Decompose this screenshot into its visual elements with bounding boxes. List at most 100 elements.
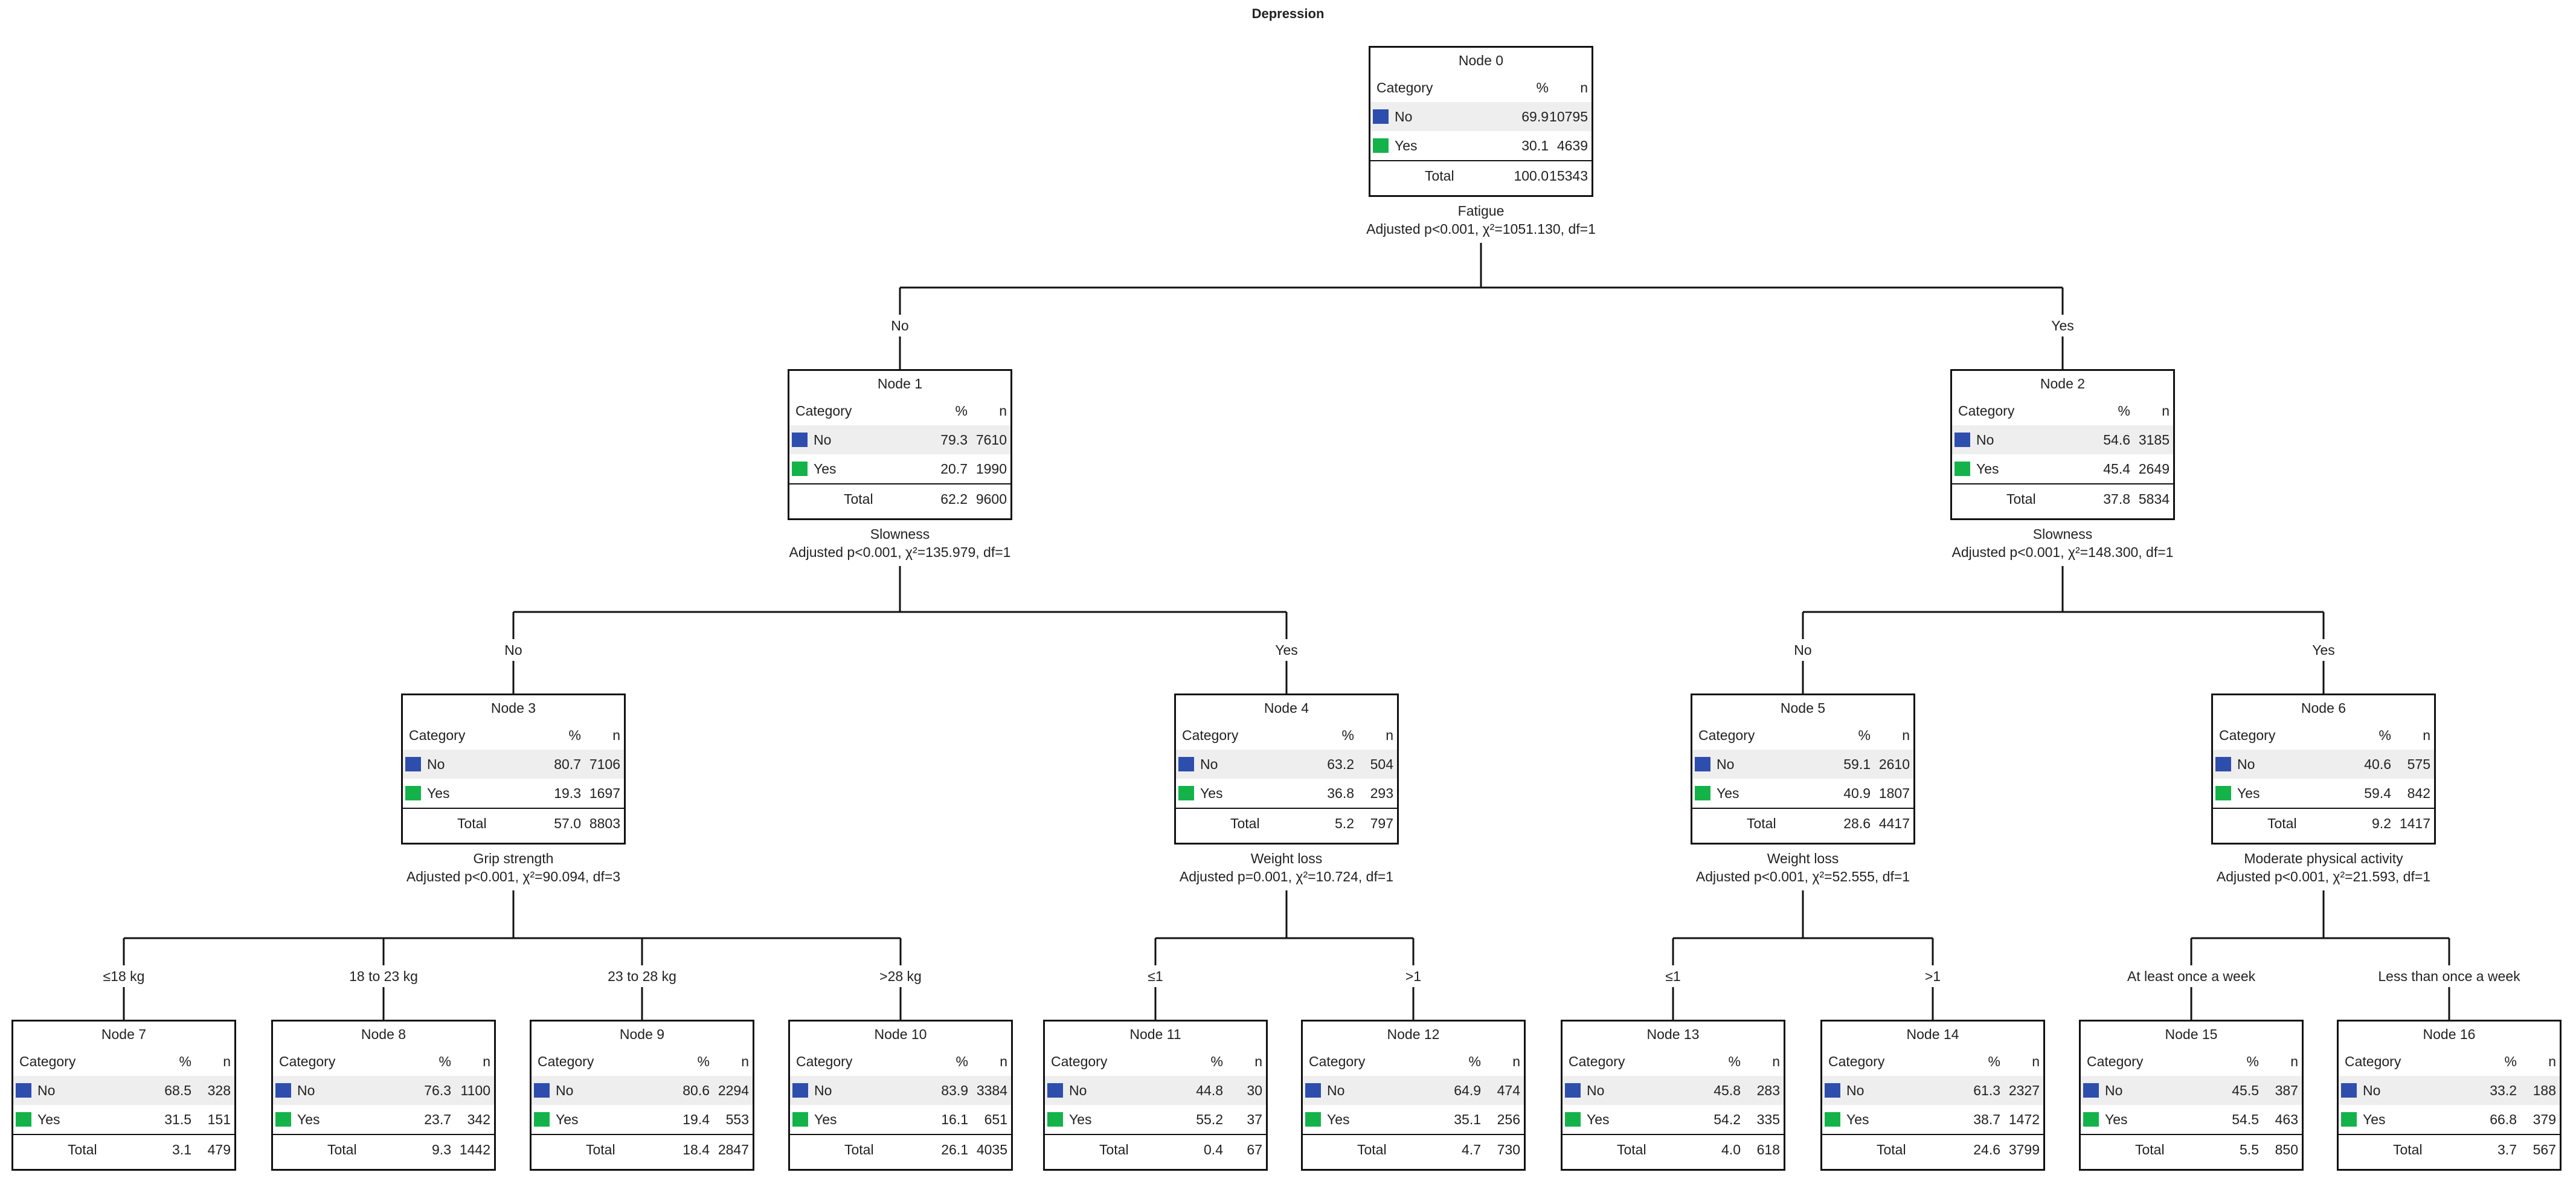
category-label: Yes <box>1200 785 1223 801</box>
count-value: 2327 <box>2008 1083 2040 1098</box>
total-count: 9600 <box>975 491 1007 507</box>
legend-swatch-no <box>1305 1083 1321 1098</box>
node-label: Node 13 <box>1646 1026 1700 1042</box>
branch-label: >28 kg <box>879 968 922 984</box>
split-variable: Moderate physical activity <box>2244 851 2403 866</box>
header-percent: % <box>697 1054 710 1069</box>
header-percent: % <box>1858 727 1871 743</box>
header-n: n <box>2548 1054 2556 1069</box>
total-label: Total <box>2267 816 2297 831</box>
total-label: Total <box>1230 816 1260 831</box>
header-n: n <box>1580 80 1588 95</box>
count-value: 1697 <box>589 785 620 801</box>
legend-swatch-no <box>2215 757 2231 771</box>
header-percent: % <box>2378 727 2391 743</box>
header-percent: % <box>1341 727 1354 743</box>
percent-value: 33.2 <box>2490 1083 2517 1098</box>
legend-swatch-yes <box>1954 462 1970 476</box>
count-value: 1472 <box>2008 1112 2040 1127</box>
total-percent: 0.4 <box>1204 1142 1223 1157</box>
total-percent: 24.6 <box>1973 1142 2000 1157</box>
total-count: 5834 <box>2138 491 2170 507</box>
legend-swatch-no <box>1178 757 1194 771</box>
count-value: 1990 <box>975 461 1007 477</box>
percent-value: 54.6 <box>2103 432 2130 448</box>
category-label: No <box>1587 1083 1605 1098</box>
header-category: Category <box>796 1054 853 1069</box>
branch-label: >1 <box>1405 968 1422 984</box>
branch-label: At least once a week <box>2127 968 2256 984</box>
node-header-row: Category%n <box>790 1047 1011 1076</box>
percent-value: 69.9 <box>1521 109 1549 124</box>
header-category: Category <box>538 1054 594 1069</box>
total-count: 1417 <box>2399 816 2430 831</box>
total-percent: 4.7 <box>1462 1142 1481 1157</box>
category-label: Yes <box>1587 1112 1610 1127</box>
legend-swatch-no <box>534 1083 550 1098</box>
diagram-title: Depression <box>1251 6 1325 21</box>
percent-value: 76.3 <box>424 1083 451 1098</box>
percent-value: 79.3 <box>940 432 968 448</box>
total-percent: 9.3 <box>432 1142 451 1157</box>
percent-value: 63.2 <box>1327 756 1354 772</box>
total-percent: 9.2 <box>2372 816 2391 831</box>
percent-value: 40.9 <box>1843 785 1871 801</box>
category-label: Yes <box>2105 1112 2128 1127</box>
total-count: 567 <box>2533 1142 2556 1157</box>
header-n: n <box>1254 1054 1262 1069</box>
legend-swatch-yes <box>1178 786 1194 800</box>
split-variable: Grip strength <box>473 851 554 866</box>
total-count: 4035 <box>976 1142 1007 1157</box>
legend-swatch-no <box>2341 1083 2357 1098</box>
legend-swatch-no <box>2083 1083 2099 1098</box>
total-count: 730 <box>1497 1142 1520 1157</box>
percent-value: 54.5 <box>2232 1112 2259 1127</box>
header-category: Category <box>1958 403 2015 419</box>
legend-swatch-yes <box>1305 1112 1321 1127</box>
legend-swatch-yes <box>275 1112 291 1127</box>
header-percent: % <box>1210 1054 1223 1069</box>
category-label: Yes <box>1395 138 1418 153</box>
total-count: 850 <box>2275 1142 2298 1157</box>
header-category: Category <box>1309 1054 1366 1069</box>
header-category: Category <box>279 1054 336 1069</box>
legend-swatch-no <box>275 1083 291 1098</box>
node-header-row: Category%n <box>403 721 624 750</box>
split-variable: Fatigue <box>1457 203 1505 219</box>
node-header-row: Category%n <box>1176 721 1397 750</box>
category-label: Yes <box>427 785 450 801</box>
header-category: Category <box>19 1054 76 1069</box>
count-value: 2649 <box>2138 461 2170 477</box>
branch-label: 23 to 28 kg <box>608 968 676 984</box>
total-label: Total <box>586 1142 615 1157</box>
header-percent: % <box>1536 80 1549 95</box>
total-count: 67 <box>1247 1142 1262 1157</box>
header-n: n <box>999 403 1007 419</box>
legend-swatch-yes <box>1565 1112 1581 1127</box>
node-label: Node 10 <box>874 1026 927 1042</box>
branch-label: 18 to 23 kg <box>349 968 418 984</box>
branch-label: Yes <box>1275 642 1298 658</box>
